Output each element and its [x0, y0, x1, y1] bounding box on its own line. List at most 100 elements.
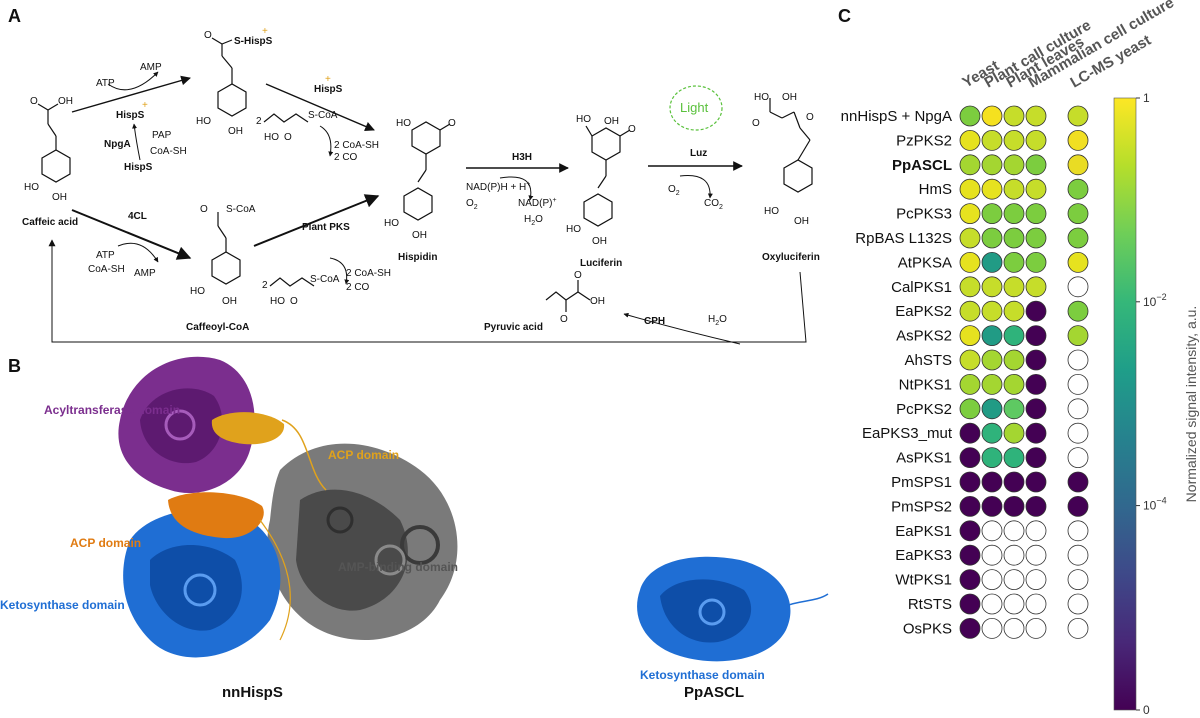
s-coa-top: S-CoA — [308, 110, 338, 121]
heatmap-cell — [1025, 520, 1047, 542]
heatmap-cell — [959, 154, 981, 176]
heatmap-cell — [1067, 178, 1089, 200]
ccoa-o: O — [200, 204, 208, 215]
row-label: PcPKS3 — [896, 206, 952, 223]
heatmap-cell — [1025, 618, 1047, 639]
coa-sh-2: CoA-SH — [88, 264, 125, 275]
caffeoyl-coa-structure: O S-CoA HO OH — [190, 204, 256, 307]
panel-a: A O OH HO OH Caffeic acid ATP AMP NpgA H… — [8, 6, 820, 345]
heatmap-cell — [1067, 154, 1089, 176]
heatmap-cell — [1003, 178, 1025, 200]
heatmap-cell — [1025, 178, 1047, 200]
caffeic-oh: OH — [58, 96, 73, 107]
luc-oh: OH — [604, 116, 619, 127]
row-label: RtSTS — [908, 596, 952, 613]
oxy-o: O — [752, 118, 760, 129]
heatmap-cell — [1025, 276, 1047, 298]
heatmap-cell — [1003, 251, 1025, 273]
heatmap-cell — [1067, 349, 1089, 371]
panel-label-c: C — [838, 6, 851, 26]
panel-label-b: B — [8, 356, 21, 376]
two-coa-sh-bot: 2 CoA-SH — [346, 268, 391, 279]
thioester-o: O — [204, 30, 212, 41]
row-label: AsPKS1 — [896, 450, 952, 467]
heatmap-cell — [1067, 300, 1089, 322]
row-label: nnHispS + NpgA — [841, 108, 952, 125]
heatmap-cells — [959, 105, 1089, 639]
caffeic-ho: HO — [24, 182, 39, 193]
heatmap-cell — [1003, 447, 1025, 469]
heatmap-cell — [981, 398, 1003, 420]
ccoa-oh: OH — [222, 296, 237, 307]
acyltransferase-domain-label: Acyltransferase domain — [44, 403, 180, 417]
heatmap-cell — [1003, 373, 1025, 395]
oxyluciferin-structure: HO OH O O HO OH — [752, 92, 814, 227]
row-label: EaPKS2 — [895, 303, 952, 320]
heatmap-cell — [1067, 129, 1089, 151]
4cl-label: 4CL — [128, 211, 147, 222]
row-label: PzPKS2 — [896, 132, 952, 149]
s-coa-bot: S-CoA — [310, 274, 340, 285]
caffeic-o: O — [30, 96, 38, 107]
row-label: PpASCL — [892, 157, 952, 174]
heatmap-cell — [981, 276, 1003, 298]
light-glow — [669, 85, 723, 131]
two-mal-top: 2 — [256, 116, 262, 127]
heatmap-cell — [981, 227, 1003, 249]
hisps-bottom: HispS — [124, 162, 153, 173]
heatmap-cell — [1025, 373, 1047, 395]
heatmap-cell — [1003, 398, 1025, 420]
hisps-plus-mark: + — [142, 100, 148, 111]
heatmap-cell — [981, 593, 1003, 615]
heatmap-cell — [1025, 349, 1047, 371]
thioester-ho: HO — [196, 116, 211, 127]
heatmap-cell — [1025, 593, 1047, 615]
heatmap-cell — [1067, 398, 1089, 420]
heatmap-cell — [981, 373, 1003, 395]
row-label: OsPKS — [903, 620, 952, 637]
heatmap-cell — [959, 495, 981, 517]
row-label: PcPKS2 — [896, 401, 952, 418]
npga-label: NpgA — [104, 139, 131, 150]
luc-ho: HO — [576, 114, 591, 125]
malonyl-coa-top: 2 S-CoA HO O — [256, 110, 338, 143]
amp-1: AMP — [140, 62, 162, 73]
heatmap-cell — [981, 471, 1003, 493]
heatmap-cell — [959, 105, 981, 127]
row-label: NtPKS1 — [899, 376, 952, 393]
amp-2: AMP — [134, 268, 156, 279]
colorbar-tick-label: 0 — [1143, 703, 1150, 717]
heatmap-cell — [1003, 129, 1025, 151]
pyr-o: O — [560, 314, 568, 325]
heatmap-cell — [959, 251, 981, 273]
hisp-ho: HO — [396, 118, 411, 129]
oxyluciferin-label: Oxyluciferin — [762, 252, 820, 263]
two-mal-bot: 2 — [262, 280, 268, 291]
heatmap-cell — [981, 422, 1003, 444]
heatmap-cell — [981, 129, 1003, 151]
heatmap-cell — [1067, 251, 1089, 273]
row-label: PmSPS1 — [891, 474, 952, 491]
ho-mal-top: HO — [264, 132, 279, 143]
heatmap-cell — [1067, 520, 1089, 542]
hisp-ho2: HO — [384, 218, 399, 229]
heatmap-cell — [981, 495, 1003, 517]
o2-h3h: O2 — [466, 198, 478, 211]
atp-1: ATP — [96, 78, 115, 89]
pyruvic-acid-label: Pyruvic acid — [484, 322, 543, 333]
luz-label: Luz — [690, 148, 707, 159]
s-hisps-label: S-HispS — [234, 36, 273, 47]
caffeic-oh2: OH — [52, 192, 67, 203]
hisp-o: O — [448, 118, 456, 129]
heatmap-cell — [1025, 422, 1047, 444]
ketosynthase-domain-label: Ketosynthase domain — [0, 598, 125, 612]
heatmap-cell — [1003, 422, 1025, 444]
heatmap-cell — [1003, 618, 1025, 639]
heatmap-cell — [1003, 569, 1025, 590]
heatmap-cell — [981, 178, 1003, 200]
acp-domain-top-label: ACP domain — [328, 448, 399, 462]
heatmap-cell — [959, 276, 981, 298]
heatmap-cell — [959, 471, 981, 493]
heatmap-cell — [959, 325, 981, 347]
